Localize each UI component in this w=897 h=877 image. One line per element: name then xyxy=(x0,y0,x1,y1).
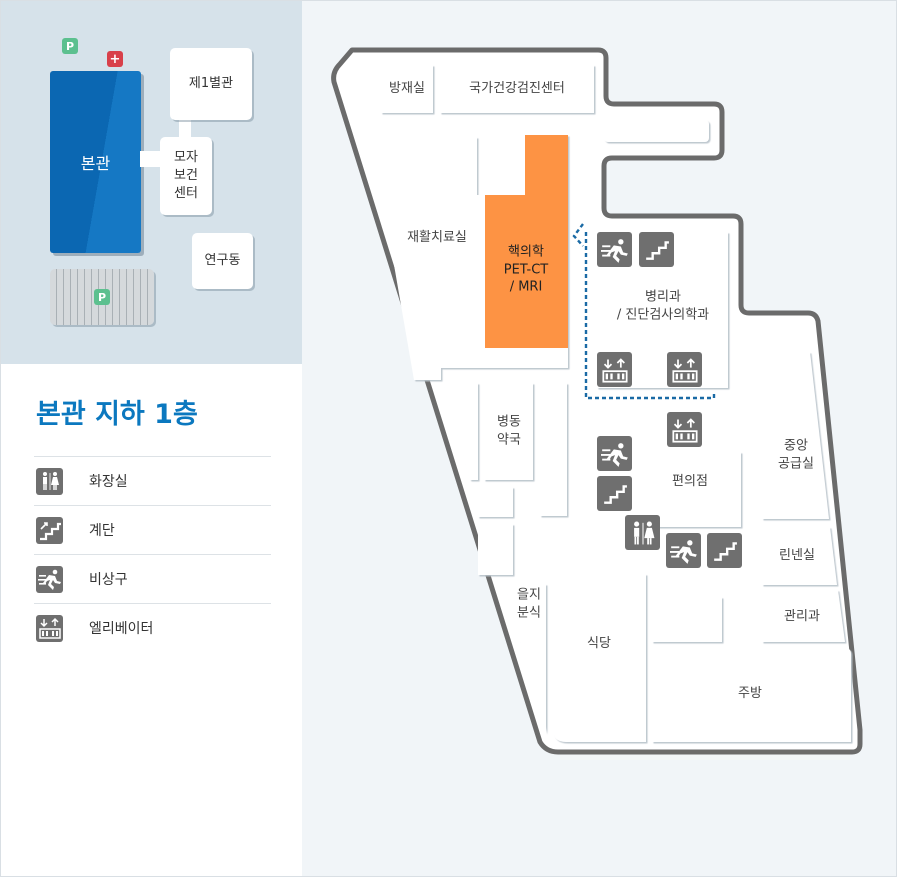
legend: 화장실 계단 비상구 엘리베이터 xyxy=(34,456,271,652)
connector xyxy=(179,119,191,139)
legend-row-stairs: 계단 xyxy=(34,505,271,554)
label-linen: 린넨실 xyxy=(779,548,815,564)
corridor-wall xyxy=(443,383,478,480)
elevator-icon[interactable] xyxy=(597,352,632,387)
label-snack: 을지 분식 xyxy=(517,587,541,620)
room-admin[interactable] xyxy=(762,590,845,642)
stairs-icon[interactable] xyxy=(639,232,674,267)
label-kitchen: 주방 xyxy=(738,686,762,702)
legend-label: 비상구 xyxy=(89,572,128,588)
elevator-icon xyxy=(36,614,63,642)
room-store[interactable] xyxy=(638,452,741,527)
legend-row-elevator: 엘리베이터 xyxy=(34,603,271,652)
research-label: 연구동 xyxy=(204,252,241,268)
label-store: 편의점 xyxy=(672,474,708,490)
emergency-exit-icon xyxy=(36,565,63,593)
room-snack[interactable] xyxy=(506,584,546,733)
hospital-badge: + xyxy=(107,51,123,67)
room-unlabeled xyxy=(604,120,709,142)
room-kitchen[interactable] xyxy=(652,648,851,742)
legend-row-emergency-exit: 비상구 xyxy=(34,554,271,603)
route-path xyxy=(584,232,716,400)
label-pathology: 병리과 / 진단검사의학과 xyxy=(616,289,710,322)
label-admin: 관리과 xyxy=(784,609,820,625)
legend-label: 엘리베이터 xyxy=(89,621,154,637)
legend-label: 화장실 xyxy=(89,474,128,490)
label-cafeteria: 식당 xyxy=(587,636,611,652)
parking-lot[interactable]: P xyxy=(50,269,154,325)
elevator-icon[interactable] xyxy=(667,412,702,447)
route-arrow-icon xyxy=(572,223,584,247)
label-rehab: 재활치료실 xyxy=(407,230,467,246)
room-unlabeled xyxy=(652,597,722,642)
emergency-exit-icon[interactable] xyxy=(666,533,701,568)
room-pathology[interactable] xyxy=(597,232,728,388)
room-pharmacy[interactable] xyxy=(484,383,533,480)
annex1-label: 제1별관 xyxy=(188,75,234,91)
label-central: 중앙 공급실 xyxy=(778,438,814,471)
room-central[interactable] xyxy=(762,352,829,519)
room-pillar xyxy=(540,383,567,516)
connector xyxy=(140,151,162,167)
emergency-exit-icon[interactable] xyxy=(597,436,632,471)
label-disaster: 방재실 xyxy=(389,81,425,97)
research-building[interactable]: 연구동 xyxy=(192,233,253,289)
room-rehab-left xyxy=(381,190,441,380)
parking-badge: P xyxy=(94,289,110,305)
legend-row-restroom: 화장실 xyxy=(34,456,271,505)
room-checkup[interactable] xyxy=(440,65,594,113)
room-small xyxy=(478,524,513,575)
main-building[interactable]: 본관 xyxy=(50,71,141,253)
floor-title: 본관 지하 1층 xyxy=(36,399,198,430)
label-checkup: 국가건강검진센터 xyxy=(469,81,565,97)
stairs-icon xyxy=(36,516,63,544)
room-nuclear-medicine[interactable] xyxy=(485,135,568,348)
annex1-building[interactable]: 제1별관 xyxy=(170,48,252,120)
room-disaster[interactable] xyxy=(381,65,433,113)
legend-label: 계단 xyxy=(89,523,115,539)
stairs-icon[interactable] xyxy=(597,476,632,511)
room-cafeteria[interactable] xyxy=(553,574,646,742)
label-nuclear: 핵의학 PET-CT / MRI xyxy=(503,244,549,295)
label-pharmacy: 병동 약국 xyxy=(497,414,521,447)
maternal-label: 모자 보건 센터 xyxy=(174,149,198,202)
campus-overview: P + 본관 제1별관 모자 보건 센터 연구동 P xyxy=(1,1,302,364)
elevator-icon[interactable] xyxy=(667,352,702,387)
room-small xyxy=(478,487,513,517)
emergency-exit-icon[interactable] xyxy=(597,232,632,267)
main-building-label: 본관 xyxy=(80,154,111,173)
room-linen[interactable] xyxy=(762,527,837,585)
restroom-icon[interactable] xyxy=(625,515,660,550)
stairs-icon[interactable] xyxy=(707,533,742,568)
restroom-icon xyxy=(36,467,63,495)
maternal-center-building[interactable]: 모자 보건 센터 xyxy=(160,137,212,215)
parking-badge: P xyxy=(62,38,78,54)
